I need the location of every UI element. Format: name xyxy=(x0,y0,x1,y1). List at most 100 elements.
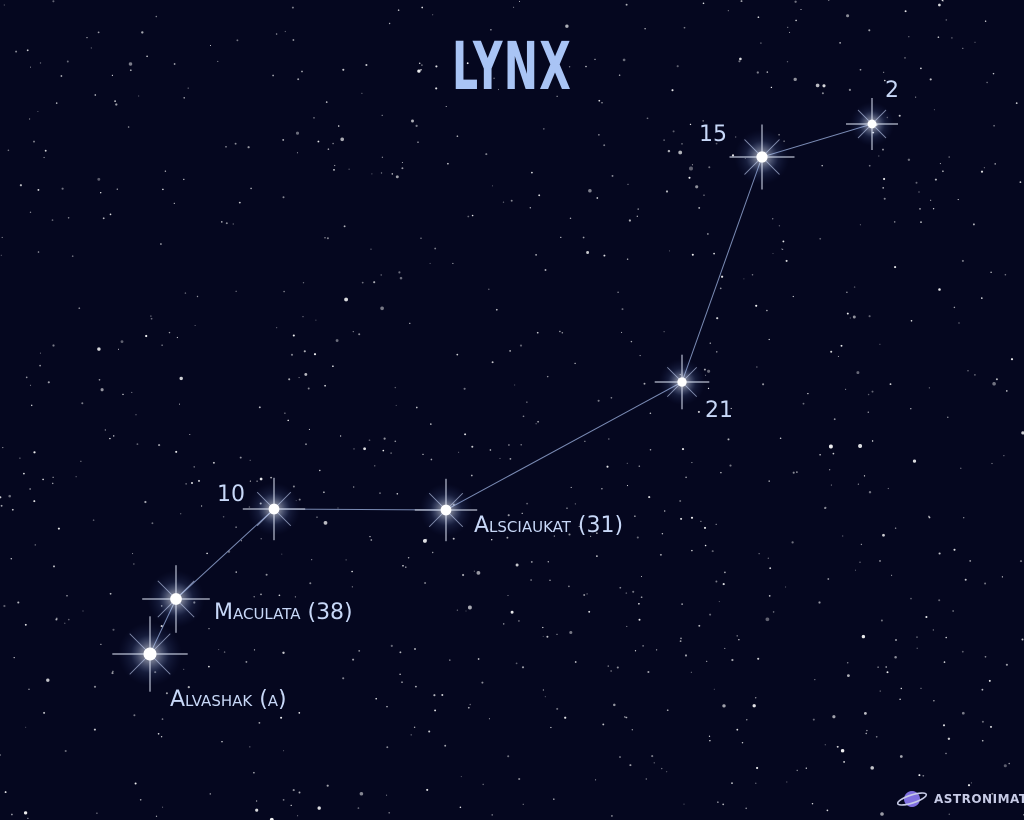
background-star xyxy=(953,548,956,551)
background-star xyxy=(755,304,758,307)
background-star xyxy=(297,815,299,817)
background-star xyxy=(114,100,116,102)
background-star xyxy=(828,444,833,449)
background-star xyxy=(159,243,162,245)
background-star xyxy=(183,668,185,671)
background-star xyxy=(912,459,917,463)
background-star xyxy=(160,736,163,738)
background-star xyxy=(342,68,345,71)
background-star xyxy=(899,755,903,758)
background-star xyxy=(17,601,20,604)
star-21 xyxy=(654,354,710,410)
background-star xyxy=(467,605,472,610)
background-star xyxy=(298,791,301,794)
background-star xyxy=(515,662,518,665)
background-star xyxy=(786,781,788,783)
background-star xyxy=(866,729,868,732)
star-label-alvashak: Alvashak (α) xyxy=(170,687,287,712)
background-star xyxy=(938,599,941,602)
background-star xyxy=(33,451,36,454)
background-star xyxy=(568,66,571,68)
background-star xyxy=(176,336,179,339)
background-star xyxy=(893,221,896,223)
background-star xyxy=(422,453,424,456)
background-star xyxy=(625,716,628,719)
background-star xyxy=(287,419,289,422)
background-star xyxy=(865,732,867,735)
background-star xyxy=(549,579,551,581)
background-star xyxy=(622,58,626,62)
background-star xyxy=(136,443,139,445)
background-star xyxy=(700,520,702,523)
background-star xyxy=(781,248,784,251)
background-star xyxy=(507,444,510,446)
background-star xyxy=(532,51,534,53)
background-star xyxy=(183,178,185,181)
background-star xyxy=(832,715,836,719)
background-star xyxy=(769,567,772,570)
background-star xyxy=(414,648,416,650)
background-star xyxy=(135,414,137,416)
background-star xyxy=(155,815,158,817)
background-star xyxy=(995,378,998,381)
background-star xyxy=(460,776,462,778)
background-star xyxy=(754,697,757,699)
background-star xyxy=(351,570,353,573)
background-star xyxy=(961,711,965,715)
background-star xyxy=(665,190,669,193)
background-star xyxy=(880,619,883,622)
background-star xyxy=(958,322,960,324)
background-star xyxy=(566,507,568,509)
background-star xyxy=(772,252,774,255)
background-star xyxy=(43,156,45,159)
background-star xyxy=(430,458,433,461)
background-star xyxy=(711,550,714,553)
background-star xyxy=(179,376,183,381)
background-star xyxy=(915,96,917,98)
background-star xyxy=(704,544,707,547)
background-star xyxy=(399,276,403,280)
background-star xyxy=(447,162,449,165)
background-star xyxy=(476,571,481,575)
background-star xyxy=(296,152,299,154)
background-star xyxy=(679,640,682,642)
background-star xyxy=(564,716,567,719)
background-star xyxy=(112,670,114,673)
background-star xyxy=(626,485,629,487)
background-star xyxy=(961,259,964,262)
background-star xyxy=(642,645,644,647)
background-star xyxy=(715,523,717,526)
background-star xyxy=(717,801,719,803)
background-star xyxy=(3,4,5,6)
background-star xyxy=(467,215,470,218)
background-star xyxy=(879,343,881,345)
background-star xyxy=(19,184,22,187)
star-15 xyxy=(729,124,795,190)
background-star xyxy=(980,170,984,173)
background-star xyxy=(401,167,404,170)
background-star xyxy=(849,317,851,319)
background-star xyxy=(879,560,881,562)
background-star xyxy=(209,793,212,795)
background-star xyxy=(109,592,112,595)
background-star xyxy=(989,801,991,804)
background-star xyxy=(415,406,418,409)
background-star xyxy=(402,565,404,567)
background-star xyxy=(401,681,403,683)
background-star xyxy=(649,449,652,451)
background-star xyxy=(989,725,993,728)
background-star xyxy=(115,103,118,106)
background-star xyxy=(359,791,364,796)
background-star xyxy=(619,586,622,589)
background-star xyxy=(661,532,664,535)
background-star xyxy=(324,237,326,239)
background-star xyxy=(522,803,524,805)
background-star xyxy=(184,292,187,294)
background-star xyxy=(456,609,459,611)
background-star xyxy=(920,687,922,689)
background-star xyxy=(796,769,798,772)
background-star xyxy=(859,68,862,71)
background-star xyxy=(653,762,655,764)
background-star xyxy=(298,712,301,714)
background-star xyxy=(586,593,588,595)
